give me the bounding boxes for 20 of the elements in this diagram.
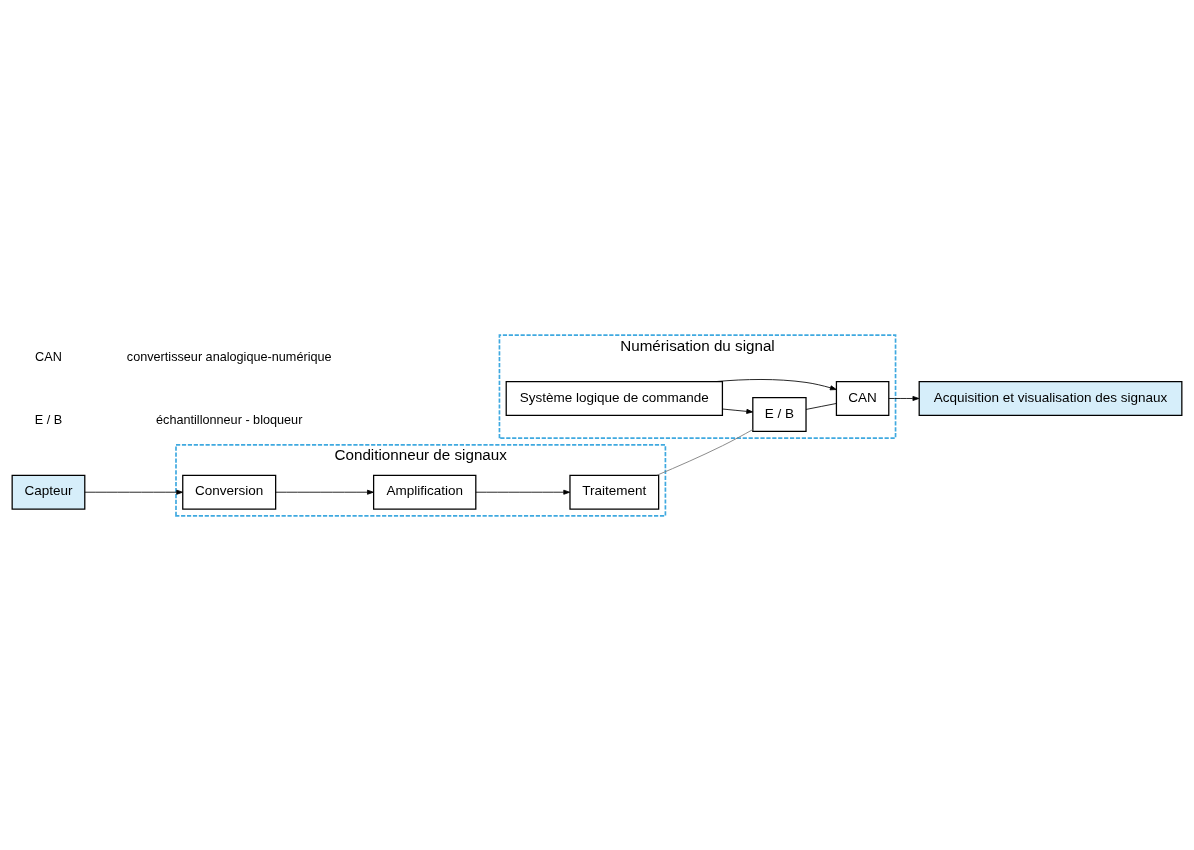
node-box: Capteur <box>11 474 86 510</box>
arrow <box>722 408 754 414</box>
connector <box>805 402 837 410</box>
node-box: Traitement <box>569 474 660 510</box>
node-box: Conversion <box>182 474 277 510</box>
node-box: Acquisition et visualisation des signaux <box>918 380 1183 416</box>
arrow <box>275 489 374 495</box>
label: convertisseur analogique-numérique <box>126 349 332 364</box>
arrow <box>475 489 571 495</box>
label: E / B <box>34 412 63 427</box>
arrow <box>715 378 837 390</box>
node-box: Amplification <box>373 474 477 510</box>
arrow <box>888 395 920 401</box>
arrow <box>84 489 184 495</box>
node-box: E / B <box>752 396 807 432</box>
node-box: CAN <box>835 380 890 416</box>
label: échantillonneur - bloqueur <box>156 412 303 427</box>
label: CAN <box>35 349 62 364</box>
node-box: Système logique de commande <box>505 380 724 416</box>
connector <box>656 428 753 476</box>
